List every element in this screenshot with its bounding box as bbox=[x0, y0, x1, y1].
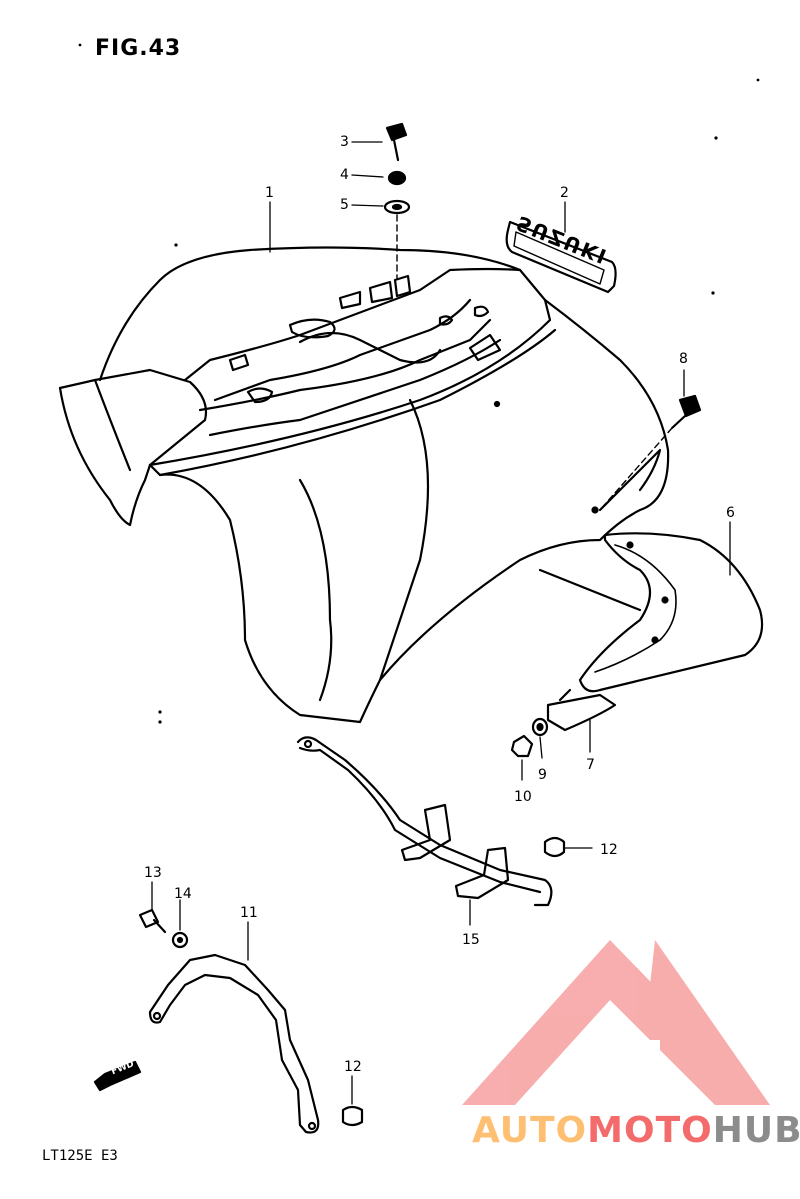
callout-13: 13 bbox=[144, 865, 162, 881]
bracket-11 bbox=[148, 953, 320, 1134]
callout-12-lower: 12 bbox=[344, 1059, 362, 1075]
callout-10: 10 bbox=[514, 789, 532, 805]
bracket-7 bbox=[546, 688, 617, 732]
model-label: LT125E E3 bbox=[42, 1148, 118, 1164]
rear-fender bbox=[58, 246, 670, 724]
callout-2: 2 bbox=[560, 185, 569, 201]
watermark-moto: MOTO bbox=[587, 1110, 713, 1151]
bolt-3 bbox=[385, 122, 408, 162]
callout-3: 3 bbox=[340, 134, 349, 150]
cap-12-lower bbox=[341, 1105, 364, 1127]
washer-9 bbox=[531, 717, 549, 737]
callout-9: 9 bbox=[538, 767, 547, 783]
nut-10 bbox=[510, 734, 534, 758]
washer-5 bbox=[383, 199, 411, 279]
callout-4: 4 bbox=[340, 167, 349, 183]
callout-11: 11 bbox=[240, 905, 258, 921]
washer-14 bbox=[171, 931, 189, 949]
callout-8: 8 bbox=[679, 351, 688, 367]
watermark-auto: AUTO bbox=[472, 1110, 588, 1151]
callout-1: 1 bbox=[265, 185, 274, 201]
watermark-hub: HUB bbox=[712, 1110, 800, 1151]
callout-6: 6 bbox=[726, 505, 735, 521]
screw-8 bbox=[599, 394, 702, 511]
callout-7: 7 bbox=[586, 757, 595, 773]
fwd-arrow bbox=[93, 1060, 142, 1092]
callout-14: 14 bbox=[174, 886, 192, 902]
cap-12 bbox=[543, 836, 566, 858]
emblem-plate bbox=[505, 220, 617, 294]
callout-5: 5 bbox=[340, 197, 349, 213]
leader-lines bbox=[151, 141, 731, 1105]
fender-stay-15 bbox=[296, 736, 553, 907]
callout-12: 12 bbox=[600, 842, 618, 858]
figure-title: FIG.43 bbox=[95, 36, 182, 61]
scan-specks bbox=[78, 43, 760, 724]
bolt-13 bbox=[138, 908, 167, 934]
nut-4 bbox=[387, 170, 407, 186]
watermark-text: AUTOMOTOHUB bbox=[472, 1110, 800, 1151]
mud-flap-6 bbox=[578, 532, 764, 693]
watermark-logo bbox=[462, 940, 770, 1105]
callout-15: 15 bbox=[462, 932, 480, 948]
